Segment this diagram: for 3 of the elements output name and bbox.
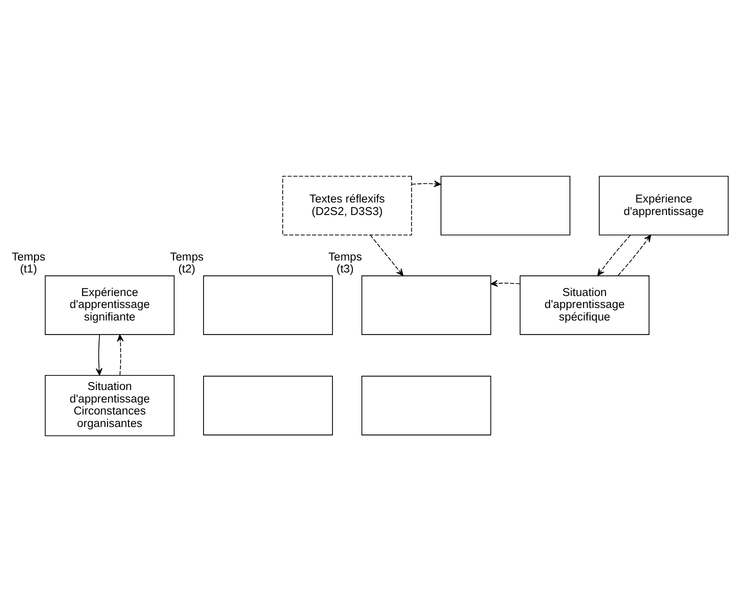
node-label: Temps (t2) (170, 251, 204, 276)
node-label: Temps (t3) (328, 251, 362, 276)
node-label: Temps (t1) (12, 251, 46, 276)
